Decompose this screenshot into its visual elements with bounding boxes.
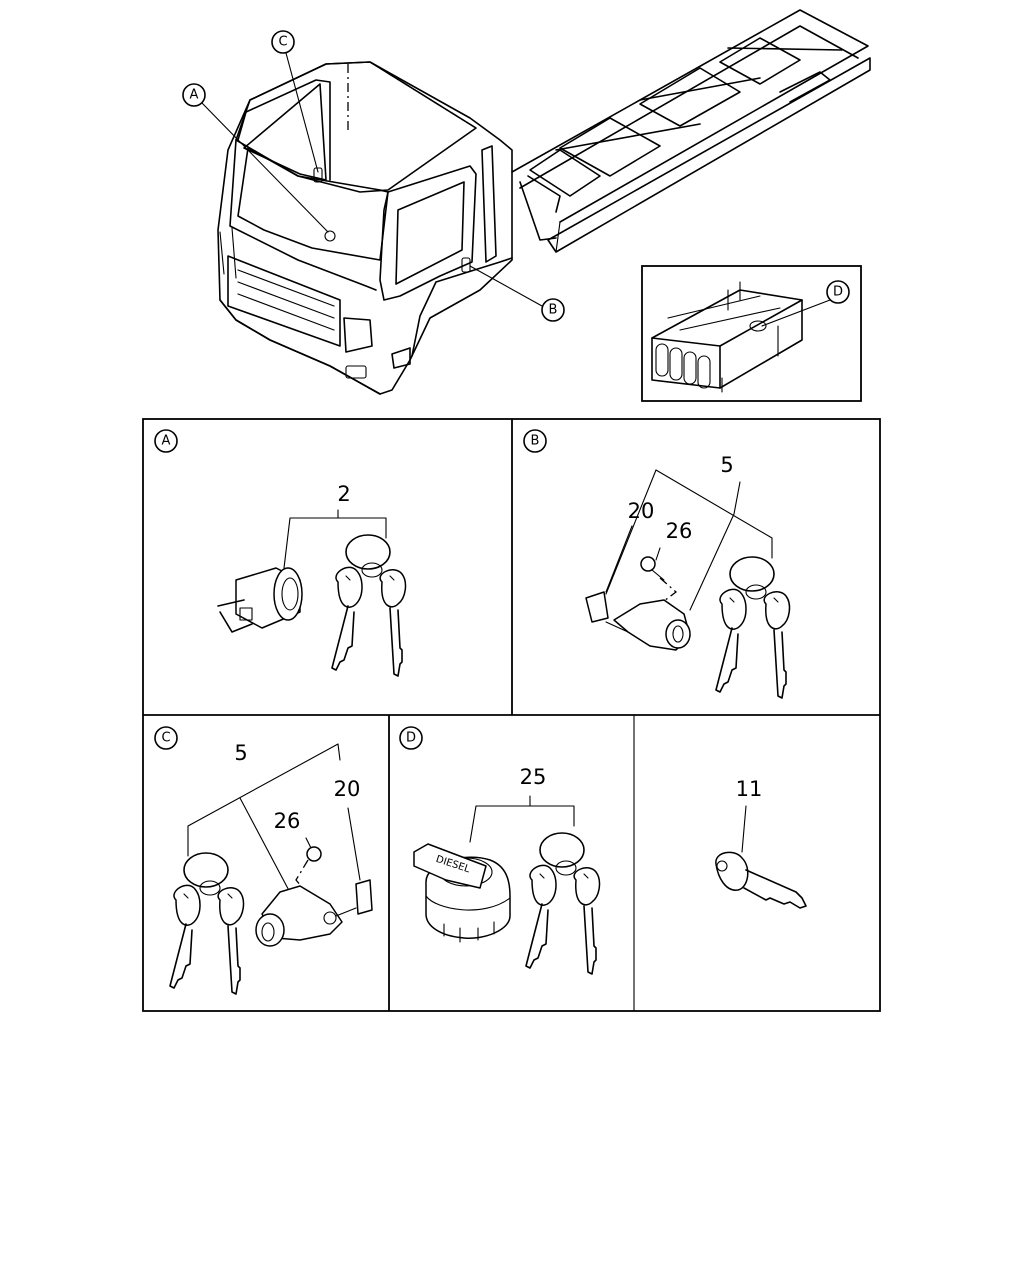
part-number-5: 5	[234, 741, 247, 765]
part-number-5: 5	[720, 453, 733, 477]
callout-b: B	[469, 265, 565, 322]
callout-a: A	[182, 83, 329, 233]
svg-text:B: B	[549, 303, 558, 318]
part-number-25: 25	[520, 765, 547, 789]
svg-text:B: B	[531, 434, 540, 449]
truck-cab	[217, 61, 513, 395]
callout-d: D	[761, 280, 850, 327]
fuel-tank-inset: D	[641, 265, 862, 402]
svg-text:C: C	[278, 35, 287, 50]
part-number-26: 26	[274, 809, 301, 833]
part-number-20: 20	[628, 499, 655, 523]
panel-a-ignition: A 2	[154, 429, 407, 677]
svg-text:D: D	[406, 731, 416, 746]
part-number-11: 11	[736, 777, 763, 801]
svg-text:A: A	[190, 88, 199, 103]
chassis-frame	[511, 9, 871, 253]
truck-overview: A C B	[182, 9, 871, 395]
part-number-26: 26	[666, 519, 693, 543]
panel-c-door-lock: C 5 20 26	[154, 726, 373, 995]
part-number-2: 2	[337, 482, 350, 506]
panel-e-blank-key: 11	[715, 777, 807, 909]
detail-grid	[142, 418, 881, 1012]
panel-b-door-lock: B 5 20 26	[523, 429, 791, 699]
part-number-20: 20	[334, 777, 361, 801]
callout-c: C	[271, 30, 319, 173]
panel-d-fuel-cap: D 25 DIESEL	[399, 726, 601, 975]
svg-text:A: A	[162, 434, 171, 449]
svg-text:D: D	[833, 285, 843, 300]
svg-text:C: C	[161, 731, 170, 746]
